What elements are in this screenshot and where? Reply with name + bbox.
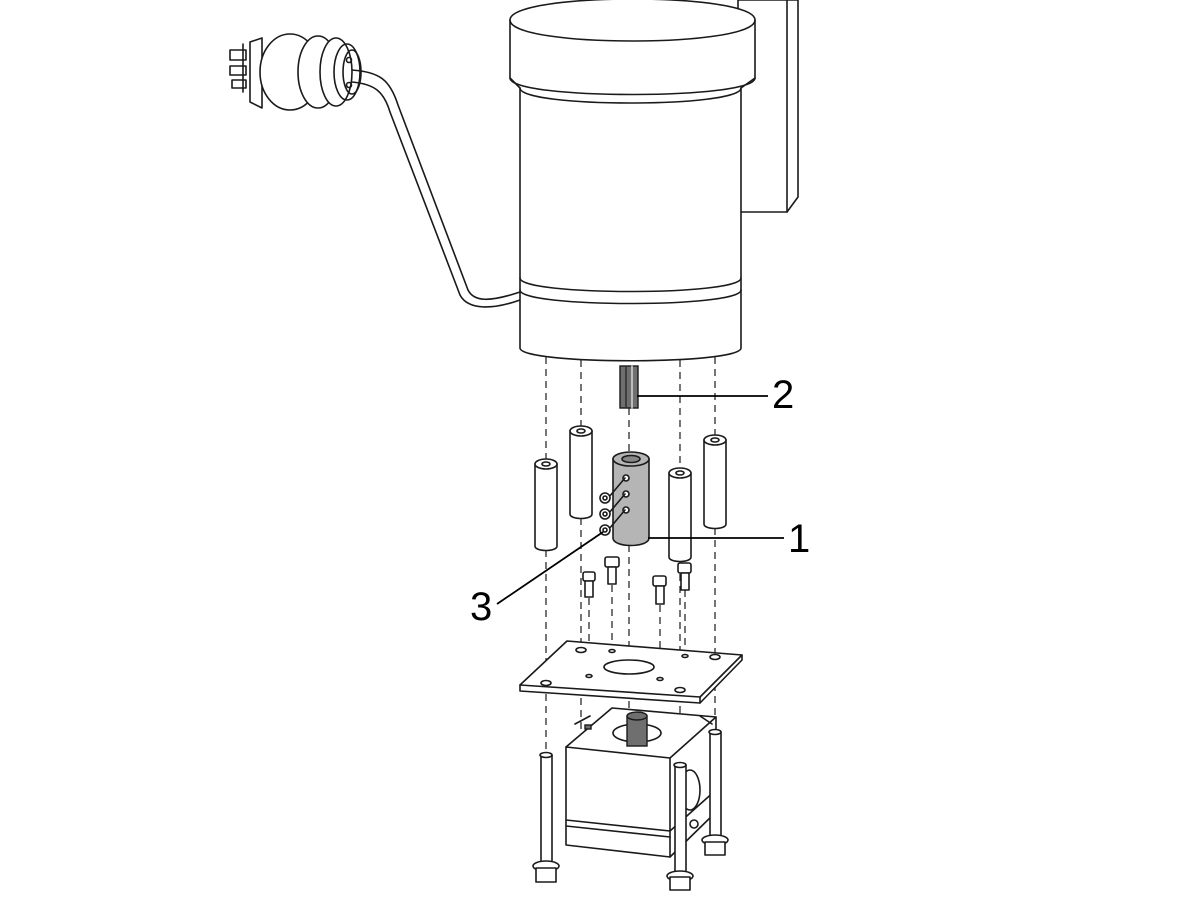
flange-screw-4 xyxy=(677,562,692,591)
flange-screw-1 xyxy=(582,571,596,598)
long-bolt-front-left xyxy=(532,751,560,883)
callout-label-3: 3 xyxy=(470,585,492,629)
standoff-back-left xyxy=(569,425,593,520)
motor-body xyxy=(509,0,756,362)
long-bolt-back-right xyxy=(701,728,729,856)
callout-label-2: 2 xyxy=(772,373,794,417)
power-cord xyxy=(351,69,521,308)
standoff-front-right xyxy=(668,467,692,563)
leader-line-3 xyxy=(496,531,604,605)
callout-leaders xyxy=(496,395,784,605)
coupling xyxy=(612,451,650,547)
long-bolt-front-right xyxy=(666,761,694,891)
set-screws xyxy=(599,477,626,536)
mounting-plate xyxy=(519,640,743,704)
power-plug xyxy=(229,33,362,111)
callout-label-1: 1 xyxy=(788,517,810,561)
stepper-motor xyxy=(565,707,717,858)
standoff-front-left xyxy=(534,458,558,552)
flange-screw-3 xyxy=(652,575,667,605)
motor-shaft xyxy=(619,365,639,409)
flange-screw-2 xyxy=(604,556,620,585)
standoff-back-right xyxy=(703,434,727,530)
